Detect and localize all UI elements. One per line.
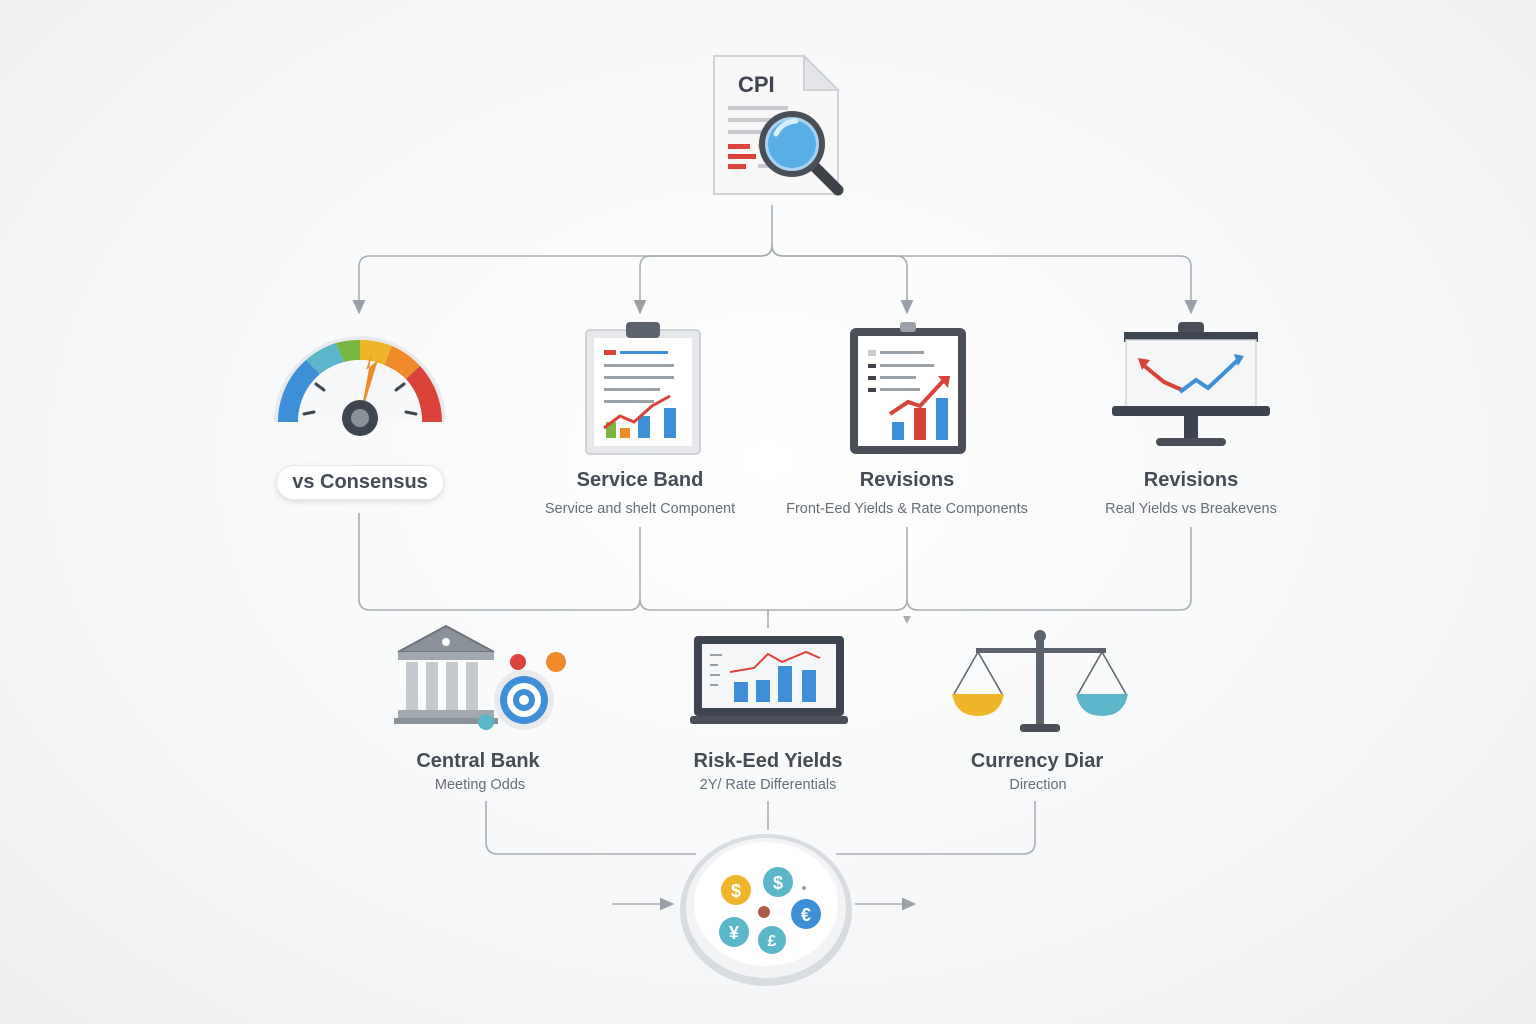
currency-dial-node[interactable]: $ $ € ¥ £ — [678, 834, 854, 994]
monitor-chart-icon — [690, 636, 848, 724]
connector-out-left — [485, 801, 696, 855]
target-icon — [494, 670, 554, 730]
svg-text:¥: ¥ — [729, 923, 739, 943]
dollar-coin-icon: $ — [721, 875, 751, 905]
balance-scale-node[interactable] — [946, 628, 1136, 738]
bank-building-icon — [394, 624, 498, 724]
clipboard-chart-node[interactable] — [580, 318, 706, 458]
coin-icon — [478, 714, 494, 730]
revisions-title-2: Revisions — [1143, 469, 1239, 491]
revisions-subtitle-1: Front-Eed Yields & Rate Components — [786, 501, 1028, 517]
yen-coin-icon: ¥ — [719, 917, 749, 947]
connector-root-branch-4 — [771, 244, 1198, 315]
service-band-title: Service Band — [576, 469, 704, 491]
presentation-display-node[interactable] — [1108, 318, 1274, 458]
svg-text:$: $ — [731, 881, 741, 901]
risk-yields-title: Risk-Eed Yields — [693, 750, 843, 772]
clipboard-icon — [585, 322, 701, 455]
cpi-document-node[interactable]: CPI — [700, 48, 860, 208]
coin-icon — [510, 654, 526, 670]
coin-icon — [546, 652, 566, 672]
presentation-icon — [1112, 322, 1270, 446]
magnifier-icon — [759, 111, 844, 196]
document-title: CPI — [738, 72, 775, 97]
currency-title: Currency Diar — [970, 750, 1104, 772]
dollar-coin-icon: $ — [763, 867, 793, 897]
vs-consensus-label: vs Consensus — [276, 465, 444, 500]
report-board-node[interactable] — [846, 318, 970, 458]
balance-scale-icon — [952, 630, 1128, 732]
central-bank-title: Central Bank — [416, 750, 540, 772]
gauge-node[interactable] — [268, 322, 452, 442]
yields-monitor-node[interactable] — [690, 632, 850, 732]
connector-merge-3 — [906, 527, 1192, 611]
connector-out-right — [836, 801, 1036, 855]
currency-subtitle: Direction — [1009, 777, 1067, 793]
connector-merge-2 — [639, 527, 908, 611]
service-band-subtitle: Service and shelt Component — [544, 501, 736, 517]
speedometer-icon — [274, 336, 446, 436]
merge-arrowhead — [903, 616, 911, 624]
central-bank-node[interactable] — [390, 620, 580, 740]
connector-root-branch-2 — [633, 244, 773, 315]
connector-merge-1 — [358, 513, 641, 611]
revisions-subtitle-2: Real Yields vs Breakevens — [1105, 501, 1277, 517]
risk-yields-subtitle: 2Y/ Rate Differentials — [699, 777, 837, 793]
central-bank-subtitle: Meeting Odds — [434, 777, 526, 793]
pound-coin-icon: £ — [758, 926, 786, 954]
connector-root-branch-3 — [771, 244, 914, 315]
revisions-title-1: Revisions — [859, 469, 955, 491]
svg-text:$: $ — [773, 873, 783, 893]
euro-coin-icon: € — [791, 899, 821, 929]
report-chart-icon — [850, 322, 966, 454]
svg-text:€: € — [801, 905, 811, 925]
svg-text:£: £ — [768, 933, 777, 950]
currency-dial-icon: $ $ € ¥ £ — [680, 834, 852, 986]
